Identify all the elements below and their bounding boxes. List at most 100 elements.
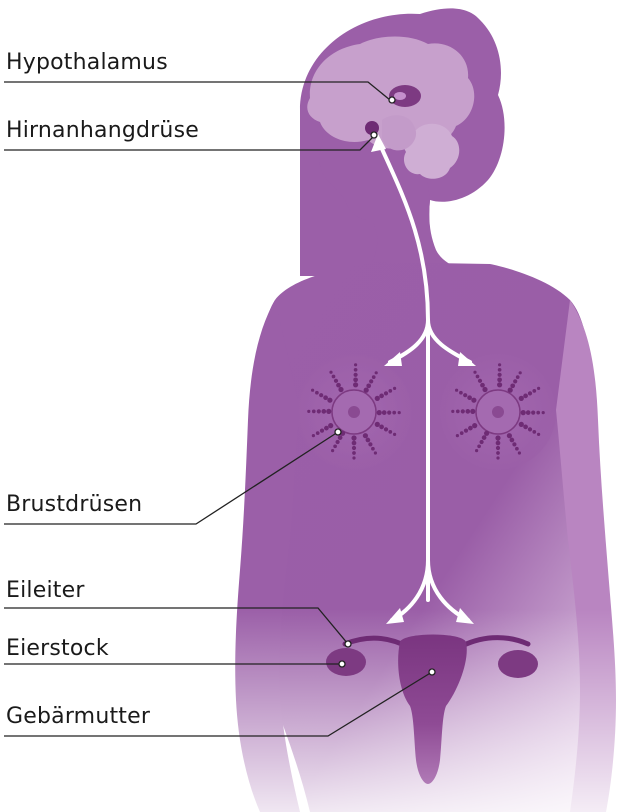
gland-dot xyxy=(320,429,324,433)
gland-dot xyxy=(338,387,343,392)
gland-dot xyxy=(475,449,478,452)
gland-dot xyxy=(328,423,333,428)
gland-dot xyxy=(392,411,396,415)
gland-dot xyxy=(523,425,528,430)
gland-dot xyxy=(456,410,460,414)
label-hypothalamus: Hypothalamus xyxy=(6,50,168,75)
gland-dot xyxy=(372,375,376,379)
gland-dot xyxy=(455,389,458,392)
gland-dot xyxy=(495,435,500,440)
gland-dot xyxy=(482,387,487,392)
gland-dot xyxy=(388,430,392,434)
gland-dot xyxy=(465,409,470,414)
gland-dot xyxy=(323,395,328,400)
gland-dot xyxy=(353,377,358,382)
gland-dot xyxy=(532,389,536,393)
gland-dot xyxy=(326,409,331,414)
gland-dot xyxy=(518,451,521,454)
gland-dot xyxy=(512,442,516,446)
gland-dot xyxy=(352,456,355,459)
gland-dot xyxy=(515,447,519,451)
gland-dot xyxy=(368,442,372,446)
gland-dot xyxy=(480,440,484,444)
gland-dot xyxy=(496,446,500,450)
gland-dot xyxy=(507,433,512,438)
gland-dot xyxy=(336,440,340,444)
gland-dot xyxy=(460,431,464,435)
gland-dot xyxy=(498,368,502,372)
gland-dot xyxy=(497,377,502,382)
gland-dot xyxy=(484,431,489,436)
gland-dot xyxy=(366,438,371,443)
gland-dot xyxy=(324,426,329,431)
gland-dot xyxy=(379,425,384,430)
gland-dot xyxy=(528,427,532,431)
gland-dot xyxy=(312,434,315,437)
gland-dot xyxy=(374,451,377,454)
gland-dot xyxy=(473,371,476,374)
gland-dot xyxy=(510,383,515,388)
gland-dot xyxy=(354,373,358,377)
gland-dot xyxy=(472,423,477,428)
gland-dot xyxy=(352,446,356,450)
gland-dot xyxy=(363,433,368,438)
gland-dot xyxy=(353,382,358,387)
gland-dot xyxy=(352,451,356,455)
gland-dot xyxy=(478,379,482,383)
gland-dot xyxy=(480,383,485,388)
gland-dot xyxy=(316,431,320,435)
gland-dot xyxy=(510,438,515,443)
gland-dot xyxy=(519,422,524,427)
gland-dot xyxy=(333,444,337,448)
gland-dot xyxy=(371,447,375,451)
gland-dot xyxy=(393,433,396,436)
gland-dot xyxy=(334,379,338,383)
gland-dot xyxy=(513,379,517,383)
gland-dot xyxy=(526,410,531,415)
gland-dot xyxy=(464,429,468,433)
gland-dot xyxy=(496,441,501,446)
gland-dot xyxy=(523,394,528,399)
gland-dot xyxy=(377,410,382,415)
gland-dot xyxy=(354,363,357,366)
gland-dot xyxy=(312,410,316,414)
gland-dot xyxy=(382,410,387,415)
gland-dot xyxy=(528,391,532,395)
gland-dot xyxy=(327,398,332,403)
gland-dot xyxy=(393,387,396,390)
gland-dot xyxy=(482,435,487,440)
gland-dot xyxy=(384,391,388,395)
gland-dot xyxy=(498,363,501,366)
gland-dot xyxy=(375,396,380,401)
gland-dot xyxy=(384,427,388,431)
gland-dot xyxy=(461,409,465,413)
gland-dot xyxy=(521,410,526,415)
gland-dot xyxy=(331,449,334,452)
gland-dot xyxy=(398,411,401,414)
gland-dot xyxy=(477,444,481,448)
gland-dot xyxy=(467,395,472,400)
gland-dot xyxy=(375,371,378,374)
gland-dot xyxy=(476,375,480,379)
gland-dot xyxy=(375,422,380,427)
gland-dot xyxy=(336,383,341,388)
gland-dot xyxy=(519,396,524,401)
gland-dot xyxy=(354,368,358,372)
gland-dot xyxy=(542,411,545,414)
label-brustdruesen: Brustdrüsen xyxy=(6,492,142,517)
gland-dot xyxy=(537,433,540,436)
gland-dot xyxy=(315,391,319,395)
gland-dot xyxy=(456,434,459,437)
gland-dot xyxy=(468,426,473,431)
gland-dot xyxy=(329,371,332,374)
gland-dot xyxy=(338,435,343,440)
label-hirnanhangdruese: Hirnanhangdrüse xyxy=(6,118,199,143)
gland-dot xyxy=(532,430,536,434)
gland-dot xyxy=(470,409,475,414)
gland-dot xyxy=(307,410,310,413)
gland-dot xyxy=(531,411,535,415)
gland-dot xyxy=(366,383,371,388)
gland-dot xyxy=(364,388,369,393)
gland-dot xyxy=(496,451,500,455)
label-eileiter: Eileiter xyxy=(6,578,85,603)
